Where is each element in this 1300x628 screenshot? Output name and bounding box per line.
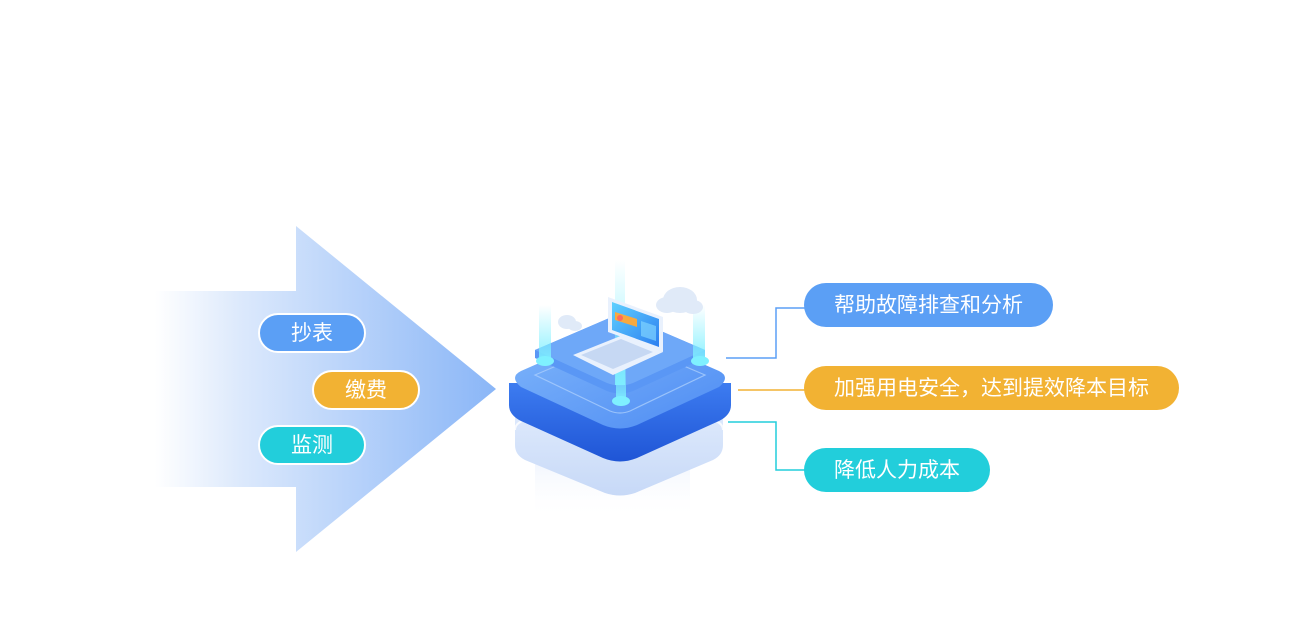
input-pill-label: 监测	[291, 433, 333, 457]
outcome-pill-label: 帮助故障排查和分析	[834, 293, 1023, 317]
outcome-pill-troubleshooting: 帮助故障排查和分析	[804, 283, 1053, 327]
cloud-icon	[558, 315, 582, 331]
connector-line	[726, 307, 806, 359]
input-pill-payment: 缴费	[312, 370, 420, 410]
input-pill-monitoring: 监测	[258, 425, 366, 465]
input-pill-label: 缴费	[345, 378, 387, 402]
outcome-pill-label: 加强用电安全，达到提效降本目标	[834, 376, 1149, 400]
input-pill-meter-reading: 抄表	[258, 313, 366, 353]
outcome-pill-safety: 加强用电安全，达到提效降本目标	[804, 366, 1179, 410]
light-beam	[616, 350, 626, 400]
glow-node	[612, 396, 630, 406]
outcome-pill-label: 降低人力成本	[834, 458, 960, 482]
cloud-icon	[656, 287, 703, 314]
light-beam	[693, 305, 705, 360]
platform-illustration	[509, 260, 731, 520]
input-pill-label: 抄表	[291, 321, 333, 345]
light-beam	[539, 305, 551, 360]
outcome-pill-labor-cost: 降低人力成本	[804, 448, 990, 492]
glow-node	[536, 356, 554, 366]
laptop-icon	[573, 297, 663, 375]
glow-node	[691, 356, 709, 366]
connector-line	[728, 421, 806, 471]
